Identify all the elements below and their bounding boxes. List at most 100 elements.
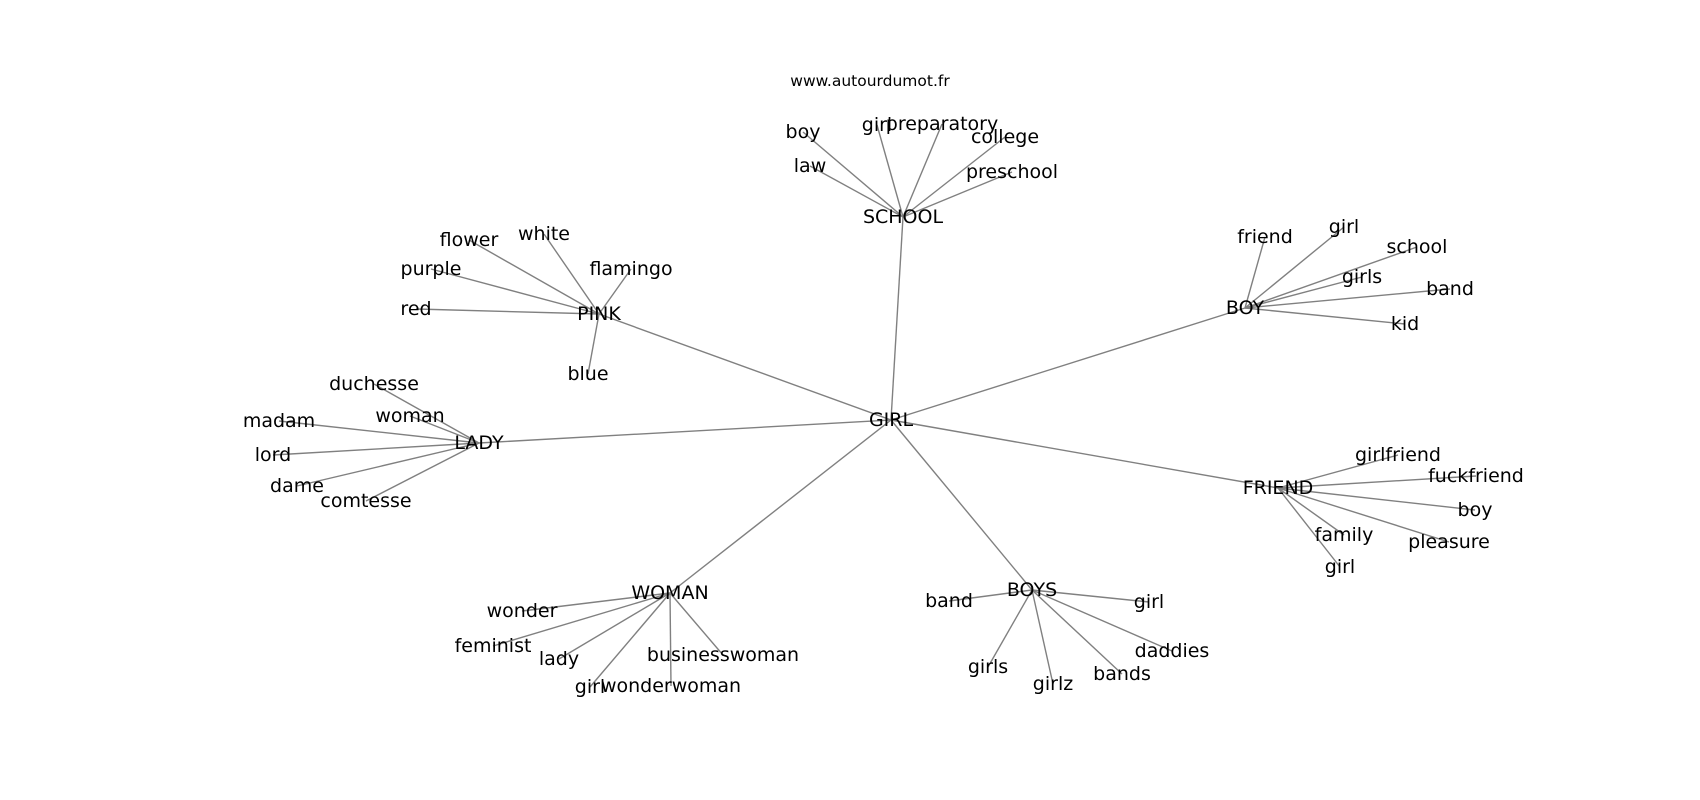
leaf-node-boy-girl: girl <box>1329 216 1359 238</box>
leaf-node-lady-madam: madam <box>243 410 315 432</box>
leaf-node-pink-blue: blue <box>567 363 608 385</box>
leaf-node-pink-flamingo: flamingo <box>589 258 672 280</box>
edge-boy-kid <box>1244 307 1406 325</box>
leaf-node-pink-white: white <box>518 223 570 245</box>
center-node-label: GIRL <box>869 409 914 431</box>
edge-lady-dame <box>296 442 480 487</box>
leaf-node-boys-daddies: daddies <box>1135 640 1210 662</box>
edge-lady-lord <box>272 442 480 456</box>
leaf-node-lady-comtesse: comtesse <box>320 490 411 512</box>
leaf-node-woman-businesswoman: businesswoman <box>647 644 799 666</box>
edge-boy-girl <box>1244 226 1345 309</box>
edge-friend-pleasure <box>1277 487 1450 543</box>
edge-boys-daddies <box>1031 589 1173 652</box>
edge-pink-flower <box>468 239 600 315</box>
leaf-node-boys-girls: girls <box>968 656 1008 678</box>
hub-node-friend: FRIEND <box>1243 477 1314 499</box>
edge-boy-school <box>1244 246 1418 309</box>
leaf-node-friend-fuckfriend: fuckfriend <box>1428 465 1524 487</box>
edge-boy-friend <box>1244 236 1266 309</box>
edge-pink-blue <box>587 313 600 375</box>
leaf-node-school-boy: boy <box>786 121 821 143</box>
leaf-node-boys-bands: bands <box>1093 663 1151 685</box>
leaf-node-boys-band: band <box>925 590 973 612</box>
edge-friend-boy <box>1277 487 1476 511</box>
hub-node-boy: BOY <box>1226 297 1265 319</box>
leaf-node-pink-flower: flower <box>440 229 499 251</box>
leaf-node-boy-girls: girls <box>1342 266 1382 288</box>
edge-center-boy <box>890 307 1246 421</box>
edge-pink-red <box>415 308 600 315</box>
edge-center-school <box>890 216 904 421</box>
edge-boys-girls <box>987 589 1033 668</box>
edge-friend-family <box>1277 487 1345 536</box>
edge-friend-girl <box>1277 487 1341 568</box>
leaf-node-woman-girl: girl <box>575 676 605 698</box>
leaf-node-lady-woman: woman <box>375 405 444 427</box>
leaf-node-school-college: college <box>971 126 1039 148</box>
edge-woman-businesswoman <box>669 592 724 656</box>
edge-lady-duchesse <box>373 383 480 444</box>
hub-node-pink: PINK <box>577 303 621 325</box>
edge-woman-girl <box>589 592 671 688</box>
leaf-node-boy-friend: friend <box>1237 226 1293 248</box>
leaf-node-boy-band: band <box>1426 278 1474 300</box>
edge-woman-feminist <box>492 592 671 647</box>
leaf-node-friend-boy: boy <box>1458 499 1493 521</box>
edge-friend-fuckfriend <box>1277 475 1477 489</box>
hub-node-boys: BOYS <box>1007 579 1057 601</box>
edge-center-boys <box>890 419 1033 591</box>
edge-woman-wonderwoman <box>669 592 672 687</box>
edge-lady-woman <box>409 415 480 444</box>
hub-node-woman: WOMAN <box>631 582 708 604</box>
edge-school-law <box>809 165 904 218</box>
edge-center-pink <box>598 313 892 421</box>
leaf-node-lady-dame: dame <box>270 475 324 497</box>
source-url: www.autourdumot.fr <box>790 72 950 90</box>
edge-school-boy <box>802 131 904 218</box>
hub-node-lady: LADY <box>454 432 504 454</box>
edge-center-friend <box>890 419 1279 489</box>
leaf-node-friend-girlfriend: girlfriend <box>1355 444 1441 466</box>
leaf-node-boy-school: school <box>1387 236 1448 258</box>
edge-center-lady <box>478 419 892 444</box>
edge-school-preparatory <box>902 123 943 218</box>
leaf-node-pink-red: red <box>400 298 431 320</box>
edge-lady-comtesse <box>365 442 480 502</box>
leaf-node-boy-kid: kid <box>1391 313 1419 335</box>
leaf-node-woman-wonderwoman: wonderwoman <box>601 675 741 697</box>
leaf-node-boys-girl: girl <box>1134 591 1164 613</box>
leaf-node-friend-family: family <box>1315 524 1374 546</box>
leaf-node-woman-wonder: wonder <box>487 600 558 622</box>
edge-boy-band <box>1244 288 1451 309</box>
leaf-node-school-preschool: preschool <box>966 161 1058 183</box>
leaf-node-school-law: law <box>794 155 826 177</box>
leaf-node-lady-duchesse: duchesse <box>329 373 419 395</box>
edge-school-preschool <box>902 171 1013 218</box>
edge-pink-purple <box>430 268 600 315</box>
edges-layer <box>272 123 1477 688</box>
leaf-node-friend-girl: girl <box>1325 556 1355 578</box>
edge-boy-girls <box>1244 276 1363 309</box>
edge-boys-girlz <box>1031 589 1054 685</box>
leaf-node-lady-lord: lord <box>255 444 291 466</box>
leaf-node-boys-girlz: girlz <box>1033 673 1073 695</box>
edge-school-girl <box>876 124 904 218</box>
edge-lady-madam <box>278 420 480 444</box>
hub-node-school: SCHOOL <box>863 206 944 228</box>
leaf-node-woman-feminist: feminist <box>455 635 532 657</box>
edge-boys-bands <box>1031 589 1123 675</box>
edge-pink-flamingo <box>598 268 632 315</box>
edge-friend-girlfriend <box>1277 454 1399 489</box>
edge-woman-wonder <box>521 592 671 612</box>
leaf-node-school-girl: girl <box>862 114 892 136</box>
edge-center-woman <box>669 419 892 594</box>
leaf-node-school-preparatory: preparatory <box>886 113 998 135</box>
edge-pink-white <box>543 233 600 315</box>
edge-boys-band <box>948 589 1033 602</box>
edge-school-college <box>902 136 1006 218</box>
leaf-node-pink-purple: purple <box>401 258 462 280</box>
leaf-node-friend-pleasure: pleasure <box>1408 531 1490 553</box>
